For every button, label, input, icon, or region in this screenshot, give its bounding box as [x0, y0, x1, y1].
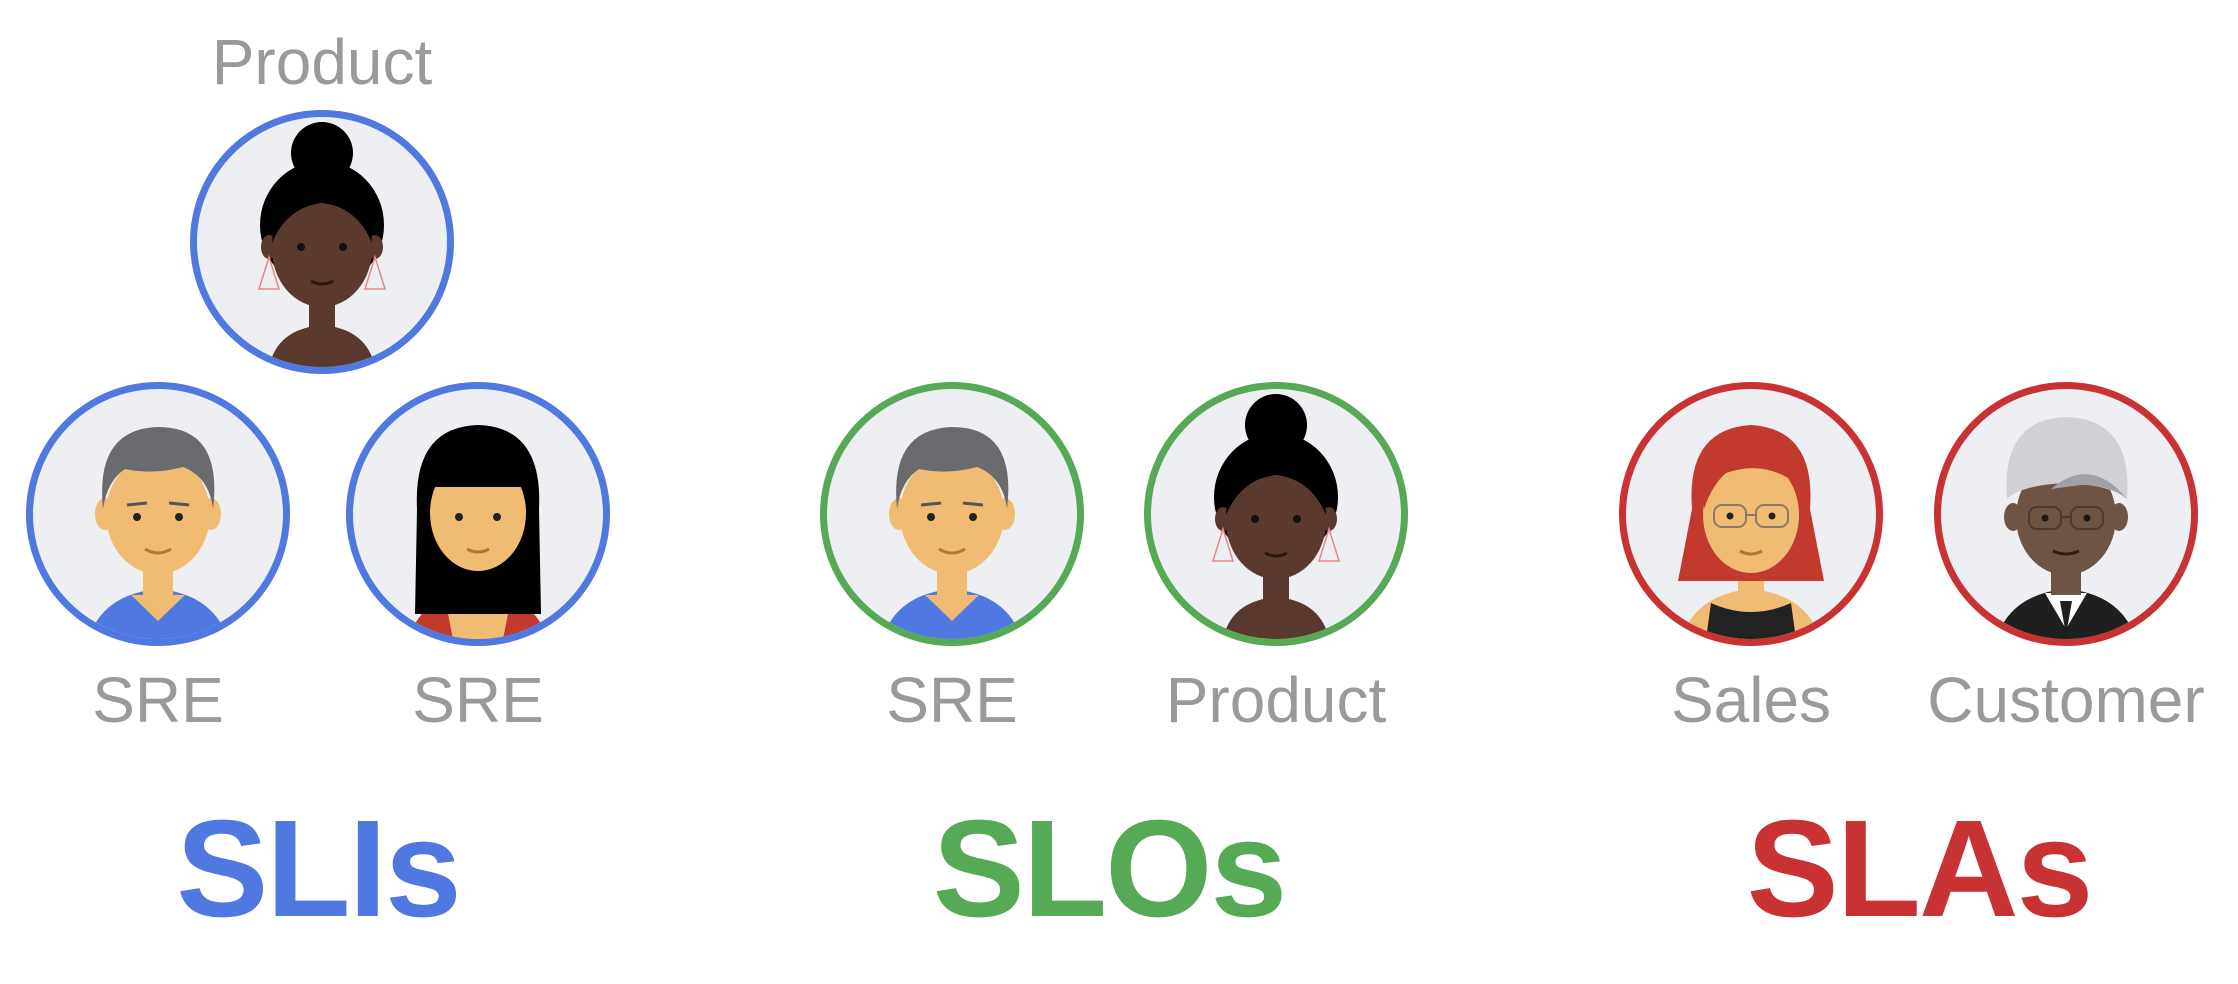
sli-sre-label-2: SRE [412, 664, 544, 736]
woman-bun-dark-skin-icon [1211, 394, 1341, 639]
man-gray-hair-icon [88, 427, 228, 639]
sli-sre-man-avatar [26, 382, 290, 646]
sli-product-label: Product [211, 26, 433, 98]
sli-product-avatar [190, 110, 454, 374]
slo-sre-avatar [820, 382, 1084, 646]
sli-sre-label-1: SRE [92, 664, 224, 736]
sla-sales-avatar [1619, 382, 1883, 646]
sla-customer-avatar [1934, 382, 2198, 646]
slo-sre-label: SRE [886, 664, 1018, 736]
woman-black-hair-icon [408, 425, 548, 639]
sla-sales-label: Sales [1670, 664, 1832, 736]
woman-red-hair-glasses-icon [1678, 425, 1824, 639]
sla-customer-label: Customer [1927, 664, 2205, 736]
slo-title: SLOs [932, 792, 1287, 946]
sla-title: SLAs [1746, 792, 2094, 946]
sli-title: SLIs [176, 792, 461, 946]
woman-bun-dark-skin-icon [257, 122, 387, 367]
sli-sre-woman-avatar [346, 382, 610, 646]
slo-product-avatar [1144, 382, 1408, 646]
slo-product-label: Product [1165, 664, 1387, 736]
man-gray-hair-icon [882, 427, 1022, 639]
man-gray-turban-icon [1996, 417, 2136, 639]
